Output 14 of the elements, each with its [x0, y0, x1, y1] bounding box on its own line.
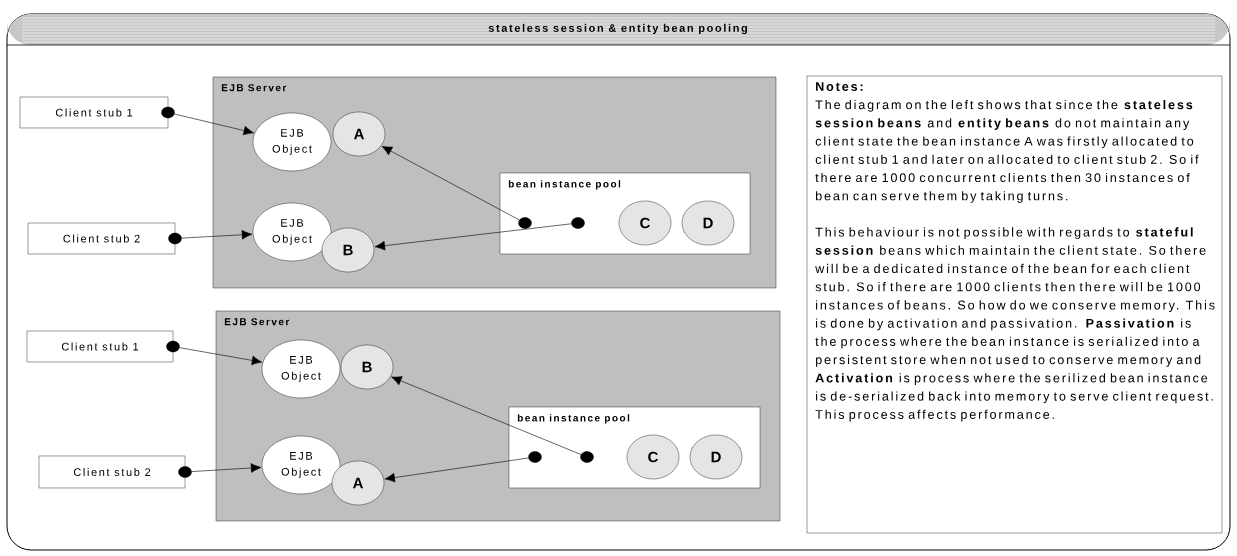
arrow	[179, 347, 263, 366]
arrow	[381, 146, 520, 221]
client-stub-box: Client stub 2	[38, 455, 186, 489]
arrow	[384, 457, 529, 483]
arrow	[191, 463, 262, 473]
client-stub-box: Client stub 1	[19, 96, 169, 129]
arrow	[174, 113, 254, 136]
arrow	[391, 376, 582, 455]
title-banner: stateless session & entity bean pooling	[6, 14, 1231, 46]
client-stub-box: Client stub 1	[26, 330, 174, 363]
arrow	[374, 223, 572, 251]
notes-box: Notes: The diagram on the left shows that since the stateless session beans and entity beans do not maintain any client state the bean instance A was firstly allocated to client stub 1 and later on allocated to client stub 2. So if there are 1000 concurrent clients then 30 instances of bean can serve them by taking turns. This behaviour is not possible with regards to stateful session beans which maintain the client state. So there will be a dedicated instance of the bean for each client stub. So if there are 1000 clients then there will be 1000 instances of beans. So how do we conserve memory. This is done by activation and passivation. Passivation is the process where the bean instance is serialized into a persistent store when not used to conserve memory and Activation is process where the serilized bean instance is de-serialized back into memory to serve client request. This process affects performance.	[806, 75, 1223, 534]
arrow	[181, 230, 253, 240]
client-stub-box: Client stub 2	[27, 222, 176, 255]
